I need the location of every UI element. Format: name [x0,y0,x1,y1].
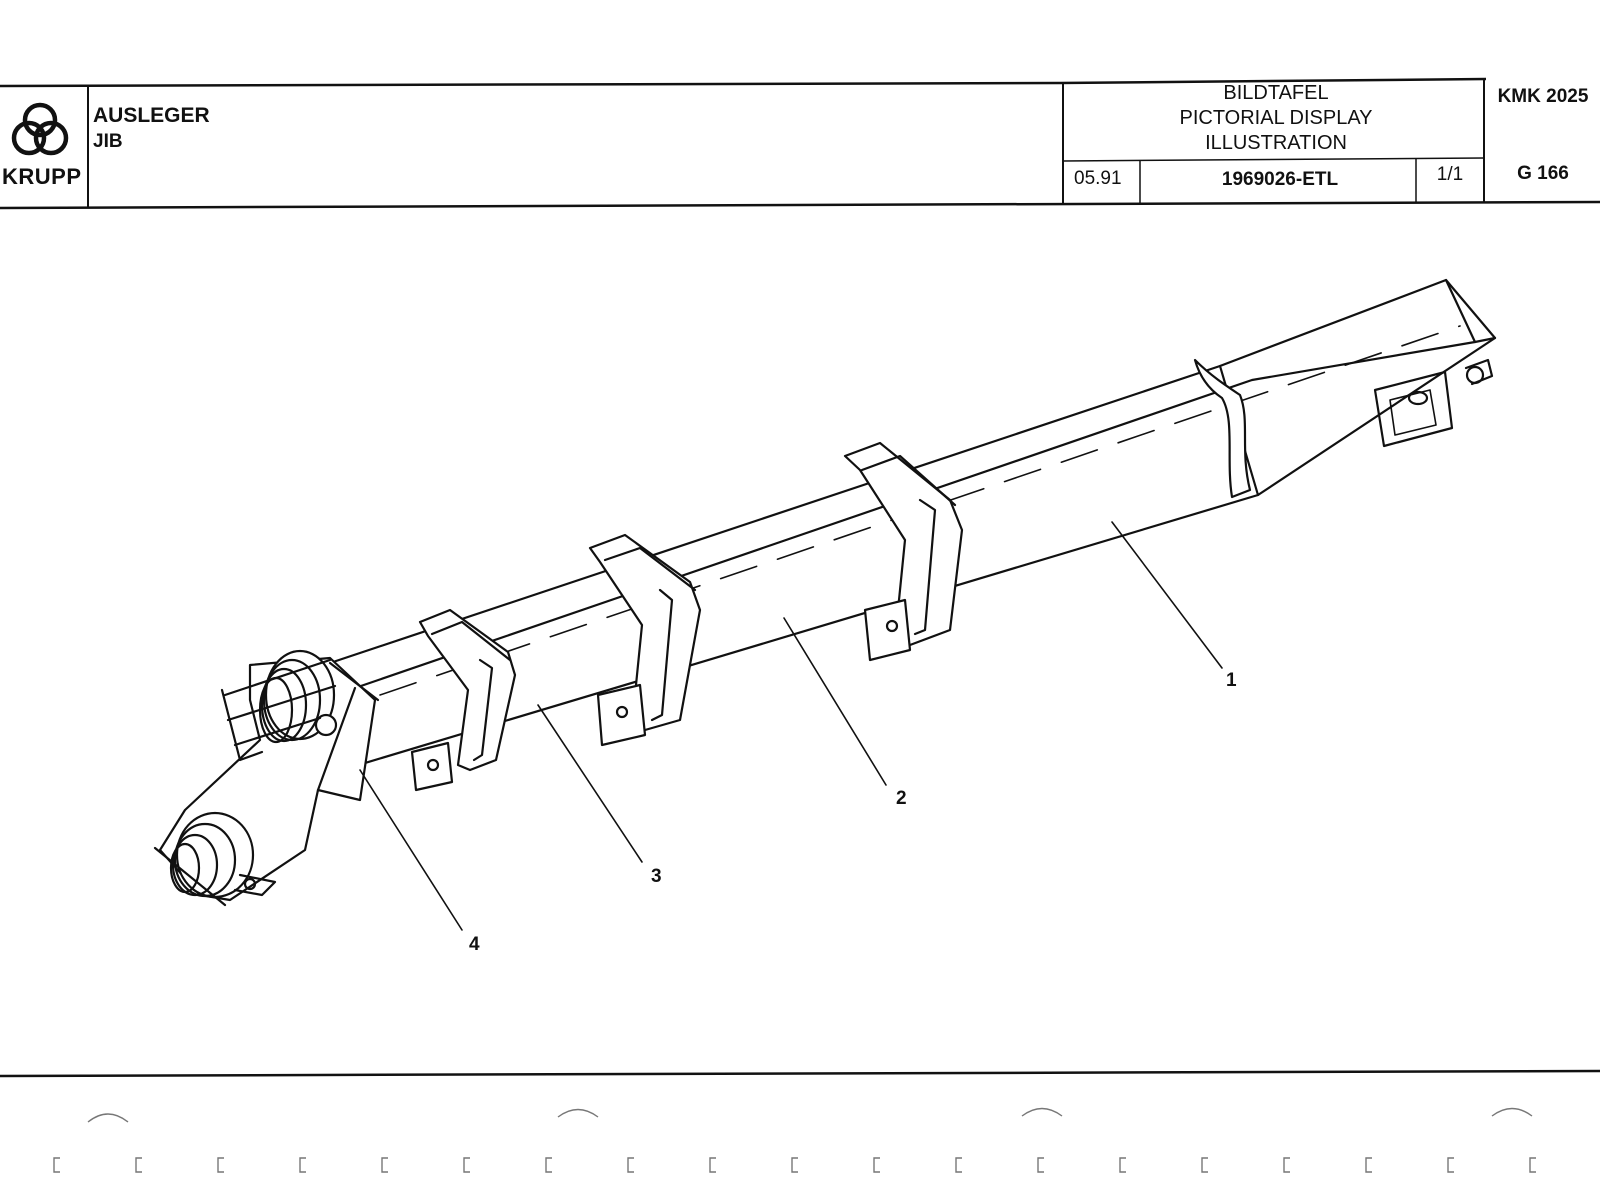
document-number: 1969026-ETL [1221,169,1339,190]
callout-3: 3 [651,866,662,887]
boom-upper-edge [328,364,1222,665]
display-type-line-2: PICTORIAL DISPLAY [1179,107,1373,129]
guide-bracket-1 [843,441,964,662]
page-title-english: JIB [93,131,123,152]
callout-2: 2 [896,788,907,809]
jib-head [153,649,380,907]
boom-outer-section [1218,278,1497,497]
leader-lines [359,521,1223,931]
page-code: G 166 [1517,163,1569,184]
logo-wordmark: KRUPP [2,164,82,189]
sheet-number: 1/1 [1436,164,1464,185]
punch-marks [53,1107,1536,1173]
header-frame [0,77,1600,1078]
guide-bracket-2 [588,533,702,747]
model-designation: KMK 2025 [1497,86,1589,107]
issue-date: 05.91 [1074,168,1122,189]
callout-1: 1 [1226,670,1237,691]
page-title-german: AUSLEGER [93,104,210,127]
krupp-logo-icon [11,102,69,156]
display-type-line-1: BILDTAFEL [1223,82,1329,104]
jib-drawing [153,278,1497,931]
callout-4: 4 [469,934,480,955]
display-type-line-3: ILLUSTRATION [1205,132,1347,154]
guide-bracket-3 [410,608,517,792]
